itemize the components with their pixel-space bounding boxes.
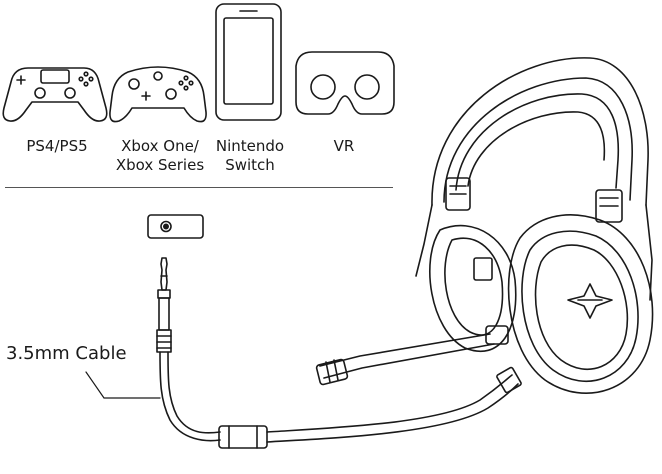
- vr-headset-icon: [295, 51, 395, 115]
- xbox-label: Xbox One/ Xbox Series: [112, 137, 208, 175]
- nintendo-switch-icon: [215, 3, 282, 121]
- switch-label: Nintendo Switch: [210, 137, 290, 175]
- headset-cable: [159, 351, 519, 449]
- section-divider: [5, 187, 393, 188]
- ps-controller-icon: [2, 67, 108, 122]
- audio-plug: [156, 257, 172, 353]
- switch-label-line2: Switch: [225, 156, 275, 174]
- switch-label-line1: Nintendo: [215, 137, 285, 155]
- audio-jack-port-icon: [147, 214, 204, 239]
- xbox-label-line1: Xbox One/: [121, 137, 199, 155]
- ps-label: PS4/PS5: [20, 137, 94, 156]
- xbox-label-line2: Xbox Series: [115, 156, 205, 174]
- ps-label-line1: PS4/PS5: [26, 137, 88, 155]
- vr-label-line1: VR: [333, 137, 355, 155]
- gaming-headset-icon: [315, 57, 654, 394]
- xbox-controller-icon: [109, 66, 207, 123]
- cable-callout-line: [85, 371, 161, 399]
- cable-label: 3.5mm Cable: [6, 343, 127, 364]
- vr-label: VR: [314, 137, 374, 156]
